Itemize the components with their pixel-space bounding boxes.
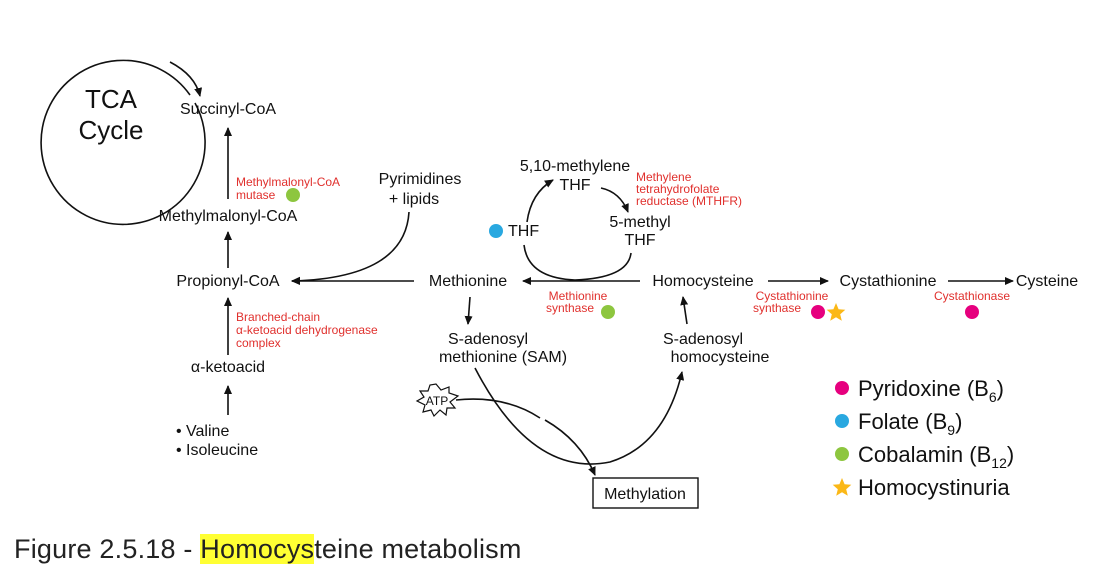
homocystinuria-star-cbs <box>826 303 846 321</box>
methionine-synthase-cycle-arc <box>523 244 632 281</box>
methionine-synthase-label-2: synthase <box>546 301 594 315</box>
arrow-sah-to-homocysteine <box>680 296 689 325</box>
cystathionase-label: Cystathionase <box>934 289 1010 303</box>
sam-node-line1: S-adenosyl <box>448 331 528 348</box>
legend: Pyridoxine (B6) Folate (B9) Cobalamin (B… <box>832 376 1014 500</box>
legend-pyridoxine-dot <box>835 381 849 395</box>
folate-dot-thf <box>489 224 503 238</box>
cobalamin-dot-methionine-synthase <box>601 305 615 319</box>
atp-label: ATP <box>426 394 448 408</box>
pyridoxine-dot-cystathionase <box>965 305 979 319</box>
methylmalonyl-coa-node: Methylmalonyl-CoA <box>159 208 298 225</box>
arrow-methionine-to-sam <box>464 296 473 325</box>
mthfr-label-3: reductase (MTHFR) <box>636 194 742 208</box>
sah-node-line2: homocysteine <box>671 349 770 366</box>
alpha-ketoacid-node: α-ketoacid <box>191 359 265 376</box>
tca-label-line2: Cycle <box>78 115 143 145</box>
legend-folate-dot <box>835 414 849 428</box>
pyrimidines-node-line2: + lipids <box>389 191 439 208</box>
isoleucine-item: • Isoleucine <box>176 442 258 459</box>
legend-folate-label: Folate (B9) <box>858 409 962 438</box>
legend-homocystinuria-label: Homocystinuria <box>858 475 1010 500</box>
methylene-thf-node-line1: 5,10-methylene <box>520 158 630 175</box>
caption-suffix: teine metabolism <box>314 534 522 564</box>
arrow-sam-to-sah-arc <box>474 367 685 465</box>
propionyl-coa-node: Propionyl-CoA <box>176 273 279 290</box>
succinyl-coa-node: Succinyl-CoA <box>180 101 276 118</box>
cystathionine-node: Cystathionine <box>840 273 937 290</box>
cbs-label-1: Cystathionine <box>756 289 829 303</box>
valine-item: • Valine <box>176 423 229 440</box>
methylation-box <box>592 477 699 509</box>
legend-pyridoxine-label: Pyridoxine (B6) <box>858 376 1004 405</box>
caption-highlight: Homocys <box>200 534 315 564</box>
bckd-label-1: Branched-chain <box>236 310 320 324</box>
mthfr-label-2: tetrahydrofolate <box>636 182 720 196</box>
atp-input-line <box>455 398 541 419</box>
methionine-node: Methionine <box>429 273 507 290</box>
cysteine-node: Cysteine <box>1016 273 1078 290</box>
methyl-thf-node-line1: 5-methyl <box>609 214 670 231</box>
tca-label-line1: TCA <box>85 84 138 114</box>
thf-node: THF <box>508 223 539 240</box>
pyrimidines-node-line1: Pyrimidines <box>379 171 462 188</box>
methylation-node: Methylation <box>604 486 686 503</box>
pyridoxine-dot-cbs <box>811 305 825 319</box>
arrow-thf-to-methylene <box>526 179 554 223</box>
legend-homocystinuria-star-icon <box>832 478 852 496</box>
mthfr-label-1: Methylene <box>636 170 692 184</box>
methyl-thf-node-line2: THF <box>624 232 655 249</box>
homocysteine-node: Homocysteine <box>652 273 753 290</box>
legend-cobalamin-dot <box>835 447 849 461</box>
arrow-methylene-to-methyl-thf <box>600 187 629 213</box>
arrow-to-methylation <box>544 419 596 476</box>
legend-cobalamin-label: Cobalamin (B12) <box>858 442 1014 471</box>
atp-burst-icon: ATP <box>415 383 460 418</box>
methylmalonyl-mutase-label-2: mutase <box>236 188 276 202</box>
methylene-thf-node-line2: THF <box>559 177 590 194</box>
cbs-label-2: synthase <box>753 301 801 315</box>
methylmalonyl-mutase-label-1: Methylmalonyl-CoA <box>236 175 340 189</box>
methionine-synthase-label-1: Methionine <box>549 289 608 303</box>
figure-caption: Figure 2.5.18 - Homocysteine metabolism <box>14 534 522 565</box>
tca-cycle: TCA Cycle <box>40 59 206 226</box>
sah-node-line1: S-adenosyl <box>663 331 743 348</box>
bckd-label-3: complex <box>236 336 281 350</box>
sam-node-line2: methionine (SAM) <box>439 349 567 366</box>
arrow-pyrimidines-to-propionyl <box>291 211 410 285</box>
caption-prefix: Figure 2.5.18 - <box>14 534 201 564</box>
bckd-label-2: α-ketoacid dehydrogenase <box>236 323 378 337</box>
cobalamin-dot-mutase <box>286 188 300 202</box>
